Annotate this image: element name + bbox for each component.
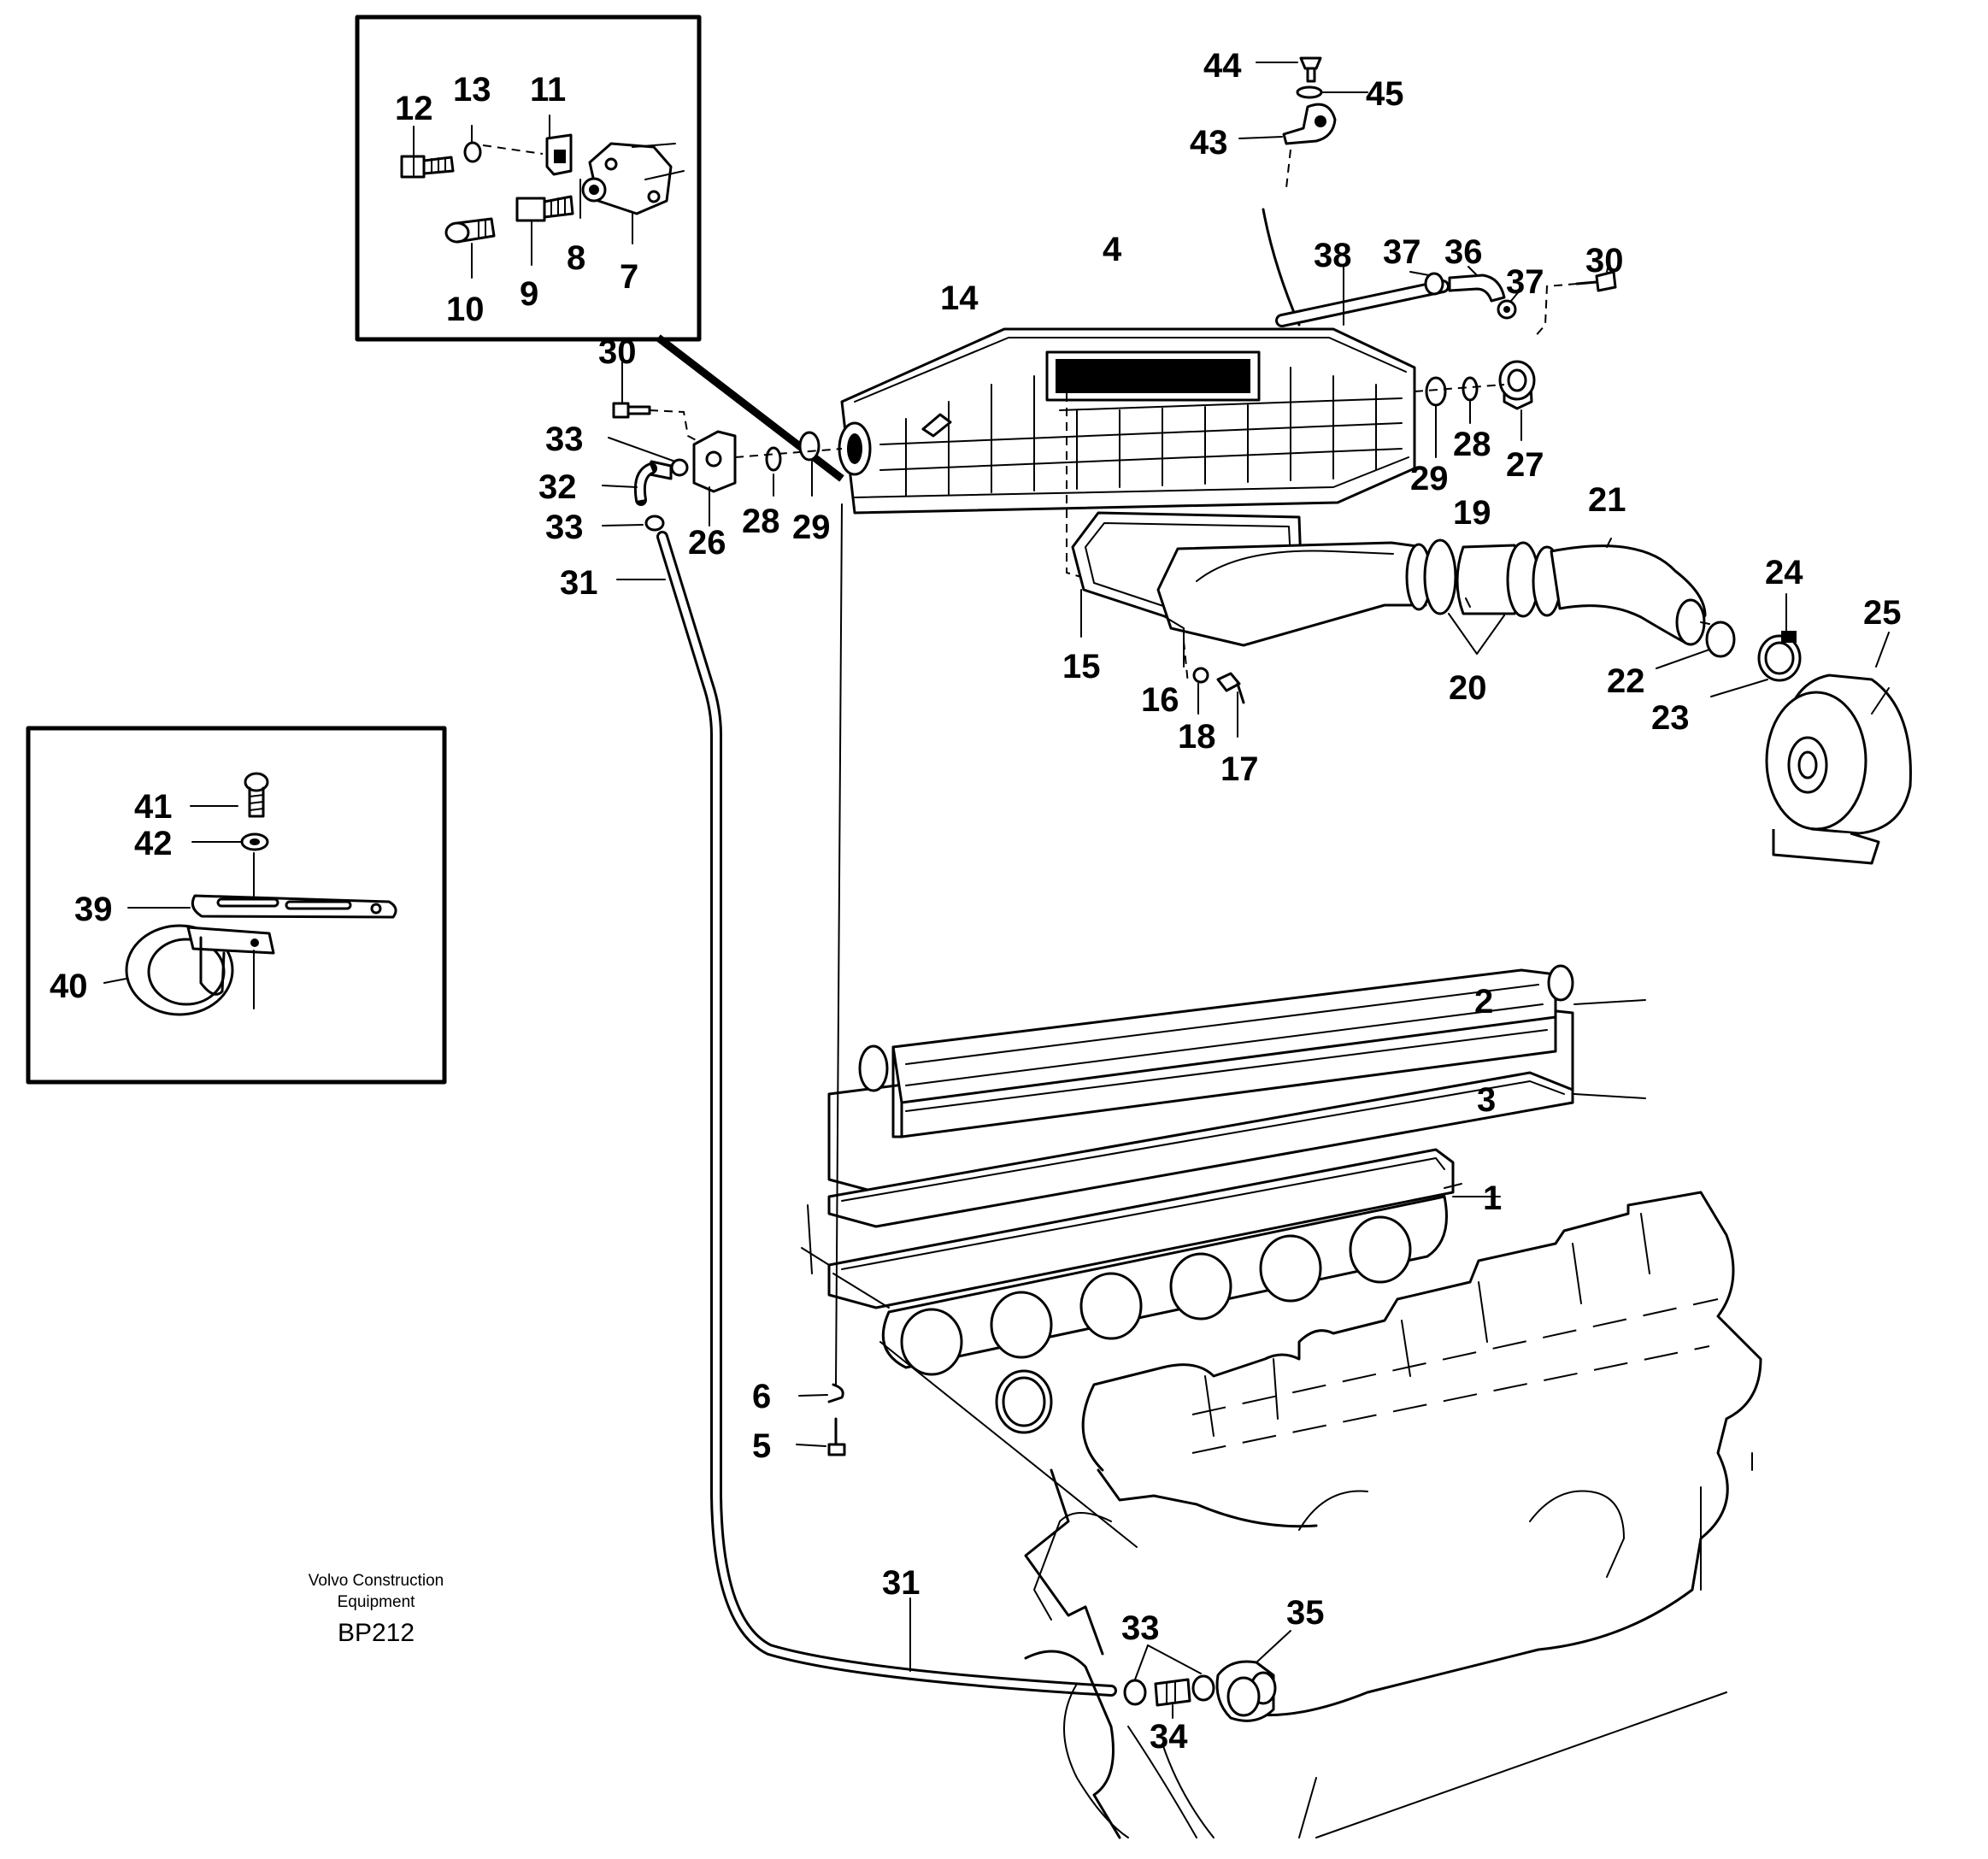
fitting-9-shape (515, 195, 574, 222)
label-2: 2 (1474, 983, 1493, 1021)
label-26: 26 (688, 524, 726, 562)
intake-lower-1-shape (801, 1148, 1501, 1434)
label-15: 15 (1062, 648, 1101, 685)
washer-13-shape (463, 141, 482, 163)
label-14: 14 (940, 279, 979, 317)
label-37-left: 37 (1383, 233, 1421, 271)
label-41: 41 (134, 788, 173, 826)
bottom-fittings (909, 1597, 1291, 1722)
elbow-36-shape (1448, 274, 1506, 303)
hose-21-shape (1550, 544, 1707, 644)
label-18: 18 (1178, 718, 1216, 756)
label-28-right: 28 (1453, 426, 1491, 463)
turbocharger-25-shape (1765, 632, 1912, 865)
engine-block-shape (807, 1191, 1762, 1839)
label-1: 1 (1483, 1180, 1502, 1217)
seal-28-left-shape (765, 446, 782, 472)
sensor-14-shape (921, 413, 952, 438)
label-34: 34 (1150, 1718, 1188, 1756)
clip-43-shape (1282, 103, 1337, 145)
label-10: 10 (446, 291, 485, 328)
label-12: 12 (395, 90, 433, 127)
label-36: 36 (1444, 233, 1483, 271)
part-labels: 12 13 11 8 7 9 10 30 33 32 33 31 26 28 2… (50, 47, 1902, 1756)
right-piping (1238, 56, 1617, 458)
label-7: 7 (620, 258, 638, 296)
seal-28-right-shape (1462, 376, 1479, 402)
label-38: 38 (1314, 237, 1352, 274)
seal-29-right-shape (1425, 376, 1447, 407)
detail-inset-top (355, 15, 844, 482)
label-40: 40 (50, 968, 88, 1005)
label-39: 39 (74, 891, 113, 928)
label-6: 6 (752, 1378, 771, 1415)
caption: Volvo Construction Equipment BP212 (309, 1572, 444, 1647)
label-44: 44 (1203, 47, 1242, 85)
label-45: 45 (1366, 75, 1404, 113)
label-29-left: 29 (792, 509, 831, 546)
fitting-34-shape (1154, 1678, 1191, 1707)
label-30-right: 30 (1585, 242, 1624, 279)
diagram-code: BP212 (338, 1619, 415, 1647)
bolt-17-shape (1216, 672, 1241, 692)
label-32: 32 (538, 468, 577, 506)
washer-18-shape (1192, 667, 1209, 684)
label-9: 9 (520, 275, 538, 313)
label-5: 5 (752, 1427, 771, 1465)
label-29-right: 29 (1410, 460, 1449, 497)
intake-manifold-4-shape (838, 327, 1416, 515)
label-13: 13 (453, 71, 491, 109)
label-37-right: 37 (1506, 263, 1544, 301)
label-31-lower: 31 (882, 1564, 920, 1602)
elbow-16-shape (1156, 541, 1427, 647)
label-24: 24 (1765, 554, 1803, 591)
label-28-left: 28 (742, 503, 780, 540)
label-20: 20 (1449, 669, 1487, 707)
seal-29-left-shape (798, 431, 820, 462)
label-43: 43 (1190, 124, 1228, 162)
label-22: 22 (1607, 662, 1645, 700)
plug-10-shape (444, 217, 496, 244)
label-35: 35 (1286, 1594, 1325, 1632)
label-30-left: 30 (598, 333, 637, 371)
label-4: 4 (1103, 231, 1122, 268)
label-3: 3 (1477, 1081, 1496, 1119)
label-8: 8 (567, 239, 585, 277)
oring-22-shape (1705, 621, 1736, 658)
left-piping (602, 356, 1117, 1697)
label-23: 23 (1651, 699, 1690, 737)
label-11: 11 (530, 71, 566, 109)
label-25: 25 (1863, 594, 1902, 632)
label-33-upper: 33 (545, 421, 584, 458)
label-33-lower: 33 (545, 509, 584, 546)
label-16: 16 (1141, 681, 1179, 719)
bolt-5-washer-6-shape (796, 1383, 846, 1456)
caption-line2: Equipment (338, 1593, 416, 1611)
detail-inset-left (26, 726, 447, 1085)
label-42: 42 (134, 825, 173, 862)
caption-line1: Volvo Construction (309, 1572, 444, 1590)
label-21: 21 (1588, 481, 1626, 519)
label-33-bottom: 33 (1121, 1609, 1160, 1647)
flange-7-shape (588, 142, 673, 215)
label-31-upper: 31 (560, 564, 598, 602)
screw-41-shape (244, 772, 269, 818)
label-19: 19 (1453, 494, 1491, 532)
label-17: 17 (1220, 750, 1259, 788)
clamp-40-shape (125, 924, 275, 1016)
label-27: 27 (1506, 446, 1544, 484)
gasket-3-shape (827, 1071, 1646, 1228)
inlet-hoses (1066, 393, 1802, 738)
